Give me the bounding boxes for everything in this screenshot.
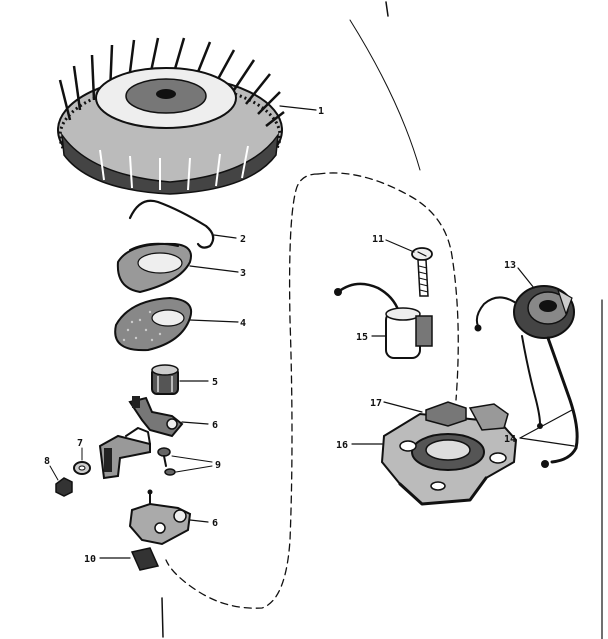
gasket-part xyxy=(114,296,239,352)
washer-part xyxy=(73,447,91,475)
callout-10: 10 xyxy=(84,554,96,565)
assembly-outline xyxy=(317,172,459,401)
callout-6-second: 6 xyxy=(212,518,218,529)
margin-mark xyxy=(161,597,164,638)
callout-3: 3 xyxy=(240,268,246,279)
point-bracket-part xyxy=(98,427,151,480)
wire-clip-part xyxy=(128,199,237,249)
nut-part xyxy=(49,465,73,497)
condenser-part xyxy=(334,282,433,359)
ignition-coil-part xyxy=(474,267,579,468)
breaker-plate-part xyxy=(128,489,209,546)
screw-part xyxy=(385,239,433,297)
callout-1: 1 xyxy=(318,106,324,117)
callout-15: 15 xyxy=(356,332,368,343)
breaker-arm-part xyxy=(128,396,209,438)
callout-9: 9 xyxy=(215,460,221,471)
assembly-outline xyxy=(165,173,319,609)
cam-bushing-part xyxy=(151,364,209,395)
callout-11: 11 xyxy=(372,234,384,245)
margin-mark xyxy=(385,1,389,17)
callout-8: 8 xyxy=(44,456,50,467)
callout-7: 7 xyxy=(77,438,83,449)
stator-plate-part xyxy=(351,401,518,506)
callout-13: 13 xyxy=(504,260,516,271)
callout-16: 16 xyxy=(336,440,348,451)
callout-17: 17 xyxy=(370,398,382,409)
callout-5: 5 xyxy=(212,377,218,388)
screw-pair-part xyxy=(157,447,213,476)
flywheel-part xyxy=(57,37,317,195)
guide-line xyxy=(349,19,421,171)
felt-block-part xyxy=(99,547,160,571)
callout-14: 14 xyxy=(504,434,516,445)
callout-6: 6 xyxy=(212,420,218,431)
stop-plate-part xyxy=(116,242,239,294)
callout-2: 2 xyxy=(240,234,246,245)
callout-4: 4 xyxy=(240,318,246,329)
